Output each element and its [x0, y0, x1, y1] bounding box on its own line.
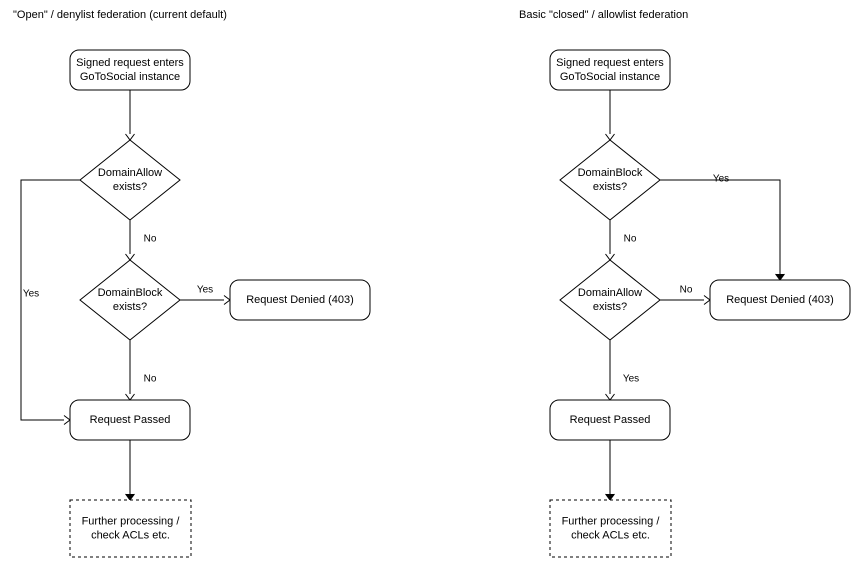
node-further-processing-label: check ACLs etc. — [571, 529, 650, 541]
edge-label: Yes — [23, 289, 39, 300]
edge-domain-allow-yes-to-passed: Yes — [605, 340, 639, 401]
node-request-passed[interactable]: Request Passed — [69, 399, 191, 441]
node-request-passed[interactable]: Request Passed — [549, 399, 671, 441]
node-domain-block-exists-label: exists? — [593, 181, 627, 193]
node-domain-block-exists[interactable]: DomainBlock exists? — [79, 259, 181, 341]
edge-passed-to-further-processing — [125, 440, 135, 501]
node-domain-allow-exists-label: DomainAllow — [98, 167, 162, 179]
arrowhead-icon — [63, 415, 71, 425]
node-domain-block-exists[interactable]: DomainBlock exists? — [559, 139, 661, 221]
arrowhead-icon — [605, 253, 615, 261]
node-request-denied[interactable]: Request Denied (403) — [709, 279, 851, 321]
node-domain-allow-exists-label: exists? — [113, 181, 147, 193]
node-request-passed-label: Request Passed — [90, 414, 171, 426]
edge-domain-allow-yes-to-passed-line — [20, 179, 80, 421]
edge-domain-allow-no-to-denied: No — [660, 285, 711, 305]
node-domain-allow-exists-label: exists? — [593, 301, 627, 313]
arrowhead-icon — [125, 253, 135, 261]
edge-domain-allow-yes-to-passed: Yes — [20, 179, 80, 425]
node-domain-block-exists-label: DomainBlock — [578, 167, 643, 179]
node-request-denied-shape[interactable] — [229, 279, 371, 321]
node-request-passed-shape[interactable] — [69, 399, 191, 441]
node-request-denied-shape[interactable] — [709, 279, 851, 321]
arrowhead-icon — [703, 295, 711, 305]
edge-label: No — [144, 234, 157, 245]
node-further-processing[interactable]: Further processing / check ACLs etc. — [549, 499, 672, 558]
node-request-denied-label: Request Denied (403) — [726, 294, 834, 306]
node-signed-request-enters-label: GoToSocial instance — [80, 71, 180, 83]
node-request-passed-label: Request Passed — [570, 414, 651, 426]
node-further-processing-label: Further processing / — [82, 515, 181, 527]
node-further-processing[interactable]: Further processing / check ACLs etc. — [69, 499, 192, 558]
node-domain-block-exists-label: exists? — [113, 301, 147, 313]
arrowhead-icon — [125, 133, 135, 141]
node-signed-request-enters-label: Signed request enters — [76, 57, 184, 69]
arrowhead-icon — [775, 273, 785, 281]
node-signed-request-enters-label: Signed request enters — [556, 57, 664, 69]
edge-label: No — [144, 374, 157, 385]
edge-label: Yes — [197, 285, 213, 296]
node-further-processing-shape[interactable] — [69, 499, 192, 558]
node-signed-request-enters-label: GoToSocial instance — [560, 71, 660, 83]
node-signed-request-enters-shape[interactable] — [549, 49, 671, 91]
edge-label: Yes — [713, 174, 729, 185]
node-domain-block-exists-shape[interactable] — [559, 139, 661, 221]
node-further-processing-shape[interactable] — [549, 499, 672, 558]
node-domain-allow-exists-shape[interactable] — [559, 259, 661, 341]
arrowhead-icon — [605, 493, 615, 501]
node-domain-allow-exists[interactable]: DomainAllow exists? — [79, 139, 181, 221]
node-domain-allow-exists-shape[interactable] — [79, 139, 181, 221]
edge-label: Yes — [623, 374, 639, 385]
node-domain-allow-exists-label: DomainAllow — [578, 287, 642, 299]
node-further-processing-label: check ACLs etc. — [91, 529, 170, 541]
node-signed-request-enters-shape[interactable] — [69, 49, 191, 91]
arrowhead-icon — [605, 133, 615, 141]
node-request-passed-shape[interactable] — [549, 399, 671, 441]
node-domain-allow-exists[interactable]: DomainAllow exists? — [559, 259, 661, 341]
arrowhead-icon — [125, 493, 135, 501]
edge-entry-to-domain-block — [605, 90, 615, 141]
diagram-title: "Open" / denylist federation (current de… — [13, 9, 227, 21]
arrowhead-icon — [223, 295, 231, 305]
node-domain-block-exists-label: DomainBlock — [98, 287, 163, 299]
arrowhead-icon — [125, 393, 135, 401]
node-further-processing-label: Further processing / — [562, 515, 661, 527]
edge-domain-block-no-to-passed: No — [125, 340, 157, 401]
edge-domain-allow-no-to-domain-block: No — [125, 220, 157, 261]
edge-domain-block-yes-to-denied-line — [660, 179, 781, 274]
arrowhead-icon — [605, 393, 615, 401]
edge-domain-block-yes-to-denied: Yes — [660, 174, 785, 281]
edge-domain-block-no-to-domain-allow: No — [605, 220, 637, 261]
edge-label: No — [680, 285, 693, 296]
node-domain-block-exists-shape[interactable] — [79, 259, 181, 341]
edge-passed-to-further-processing — [605, 440, 615, 501]
diagram-open-denylist: "Open" / denylist federation (current de… — [13, 9, 371, 558]
diagram-closed-allowlist: Basic "closed" / allowlist federationNoY… — [519, 9, 851, 558]
node-request-denied[interactable]: Request Denied (403) — [229, 279, 371, 321]
node-request-denied-label: Request Denied (403) — [246, 294, 354, 306]
diagram-title: Basic "closed" / allowlist federation — [519, 9, 688, 21]
edge-domain-block-yes-to-denied: Yes — [180, 285, 231, 305]
edge-entry-to-domain-allow — [125, 90, 135, 141]
edge-label: No — [624, 234, 637, 245]
